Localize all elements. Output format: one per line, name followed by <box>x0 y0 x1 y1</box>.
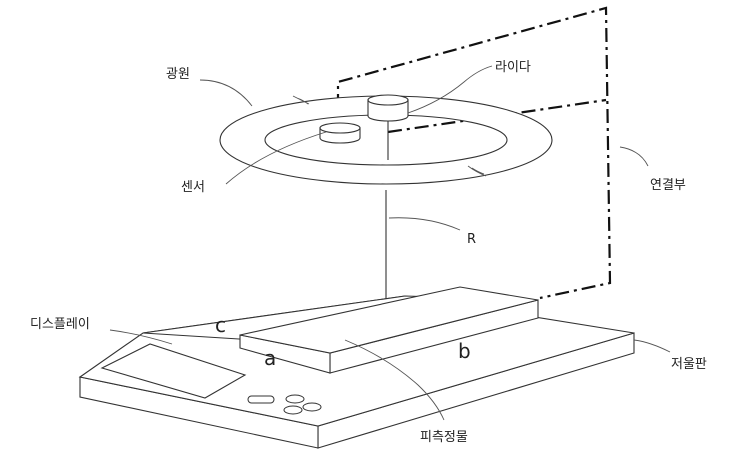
label-dim-c: c <box>215 313 226 337</box>
label-dim-b: b <box>458 339 471 363</box>
label-dim-a: a <box>264 346 276 370</box>
button-1[interactable] <box>247 395 275 404</box>
light-source-ring <box>219 95 553 185</box>
lidar-unit <box>367 94 409 160</box>
label-lidar: 라이다 <box>495 60 531 75</box>
measured-object-box <box>239 286 539 374</box>
display-screen <box>100 343 247 399</box>
button-4[interactable] <box>302 402 322 412</box>
label-light-source: 광원 <box>166 67 190 82</box>
label-sensor: 센서 <box>181 180 205 195</box>
button-2[interactable] <box>285 394 305 404</box>
sensor-unit <box>319 122 361 144</box>
label-display: 디스플레이 <box>30 317 90 332</box>
leader-lines <box>109 65 671 421</box>
label-ray-r: R <box>467 232 476 247</box>
ray-r <box>382 190 390 312</box>
connector-frame <box>336 6 612 300</box>
button-3[interactable] <box>283 405 303 415</box>
label-measured-object: 피측정물 <box>420 430 468 445</box>
label-scale-plate: 저울판 <box>671 357 707 372</box>
label-connector: 연결부 <box>650 178 686 193</box>
